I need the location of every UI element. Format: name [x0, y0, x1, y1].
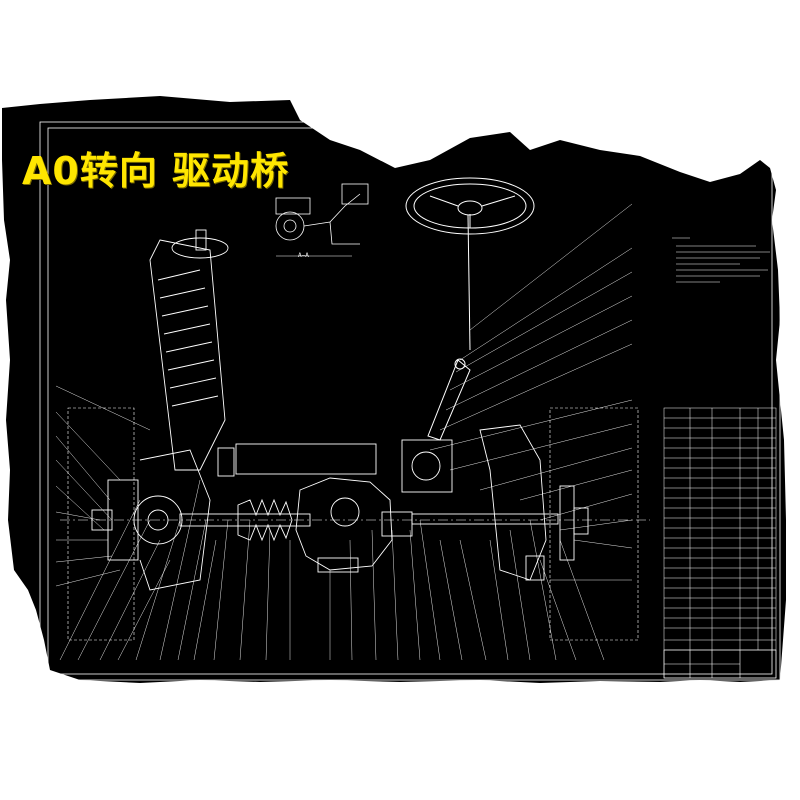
knuckle-box [217, 447, 235, 477]
steering-pinion [411, 451, 441, 481]
steering-wheel [405, 177, 535, 235]
tie-rod [411, 513, 559, 525]
inner-frame [47, 127, 773, 675]
coil-spring [157, 269, 219, 407]
section-view-housing [341, 183, 369, 205]
steering-shaft-lower [427, 359, 471, 441]
right-hub-flange [573, 507, 589, 535]
damper-rod [195, 229, 207, 251]
left-knuckle [139, 449, 211, 591]
drawing-frame [39, 121, 781, 681]
cv-boot [237, 498, 293, 542]
section-view-body [275, 197, 311, 215]
universal-joint [454, 358, 466, 370]
left-bearing [147, 509, 169, 531]
title-block [663, 649, 777, 679]
steering-spokes [429, 195, 516, 228]
steering-column [467, 214, 471, 351]
right-brake-caliper [525, 555, 545, 581]
drawing-title: A0转向 驱动桥 [22, 149, 290, 193]
section-view-linkage [303, 193, 361, 245]
axle-housing [235, 443, 377, 475]
spring-top-mount [171, 237, 229, 259]
left-hub [107, 479, 139, 561]
strut-tower [149, 239, 226, 471]
steering-gear-box [401, 439, 453, 493]
drawing-sheet [2, 96, 786, 683]
differential-cover [317, 557, 359, 573]
differential-housing [295, 477, 393, 571]
leader-lines-right [429, 203, 633, 581]
technical-notes [672, 237, 770, 283]
section-view-label: A—A [298, 252, 309, 259]
leader-lines-left [55, 385, 151, 587]
section-view-gear-inner [283, 219, 297, 233]
leader-lines-bottom [59, 479, 605, 661]
differential-gear [330, 497, 360, 527]
